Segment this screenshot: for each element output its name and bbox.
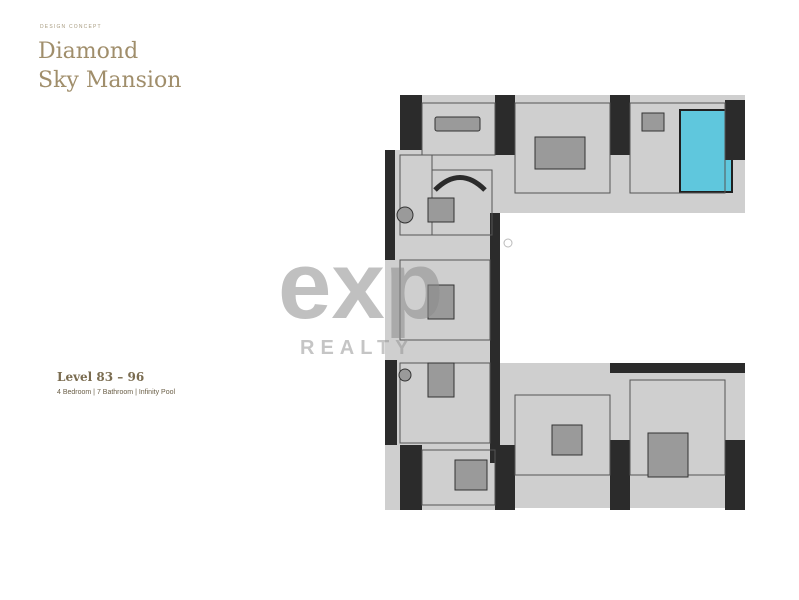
wall-blocks xyxy=(385,95,745,510)
title-line-2: Sky Mansion xyxy=(38,68,182,93)
kitchen-counter xyxy=(433,175,487,192)
courtyard-void xyxy=(500,235,745,363)
design-concept-label: DESIGN CONCEPT xyxy=(40,24,102,30)
watermark-subtext: REALTY xyxy=(300,337,415,359)
furniture xyxy=(396,112,689,491)
floor-plan xyxy=(385,95,745,510)
infinity-pool xyxy=(680,110,732,192)
unit-specs: 4 Bedroom | 7 Bathroom | Infinity Pool xyxy=(57,389,176,396)
level-range: Level 83 – 96 xyxy=(57,370,145,384)
page-title: Diamond Sky Mansion xyxy=(38,37,238,95)
watermark-logo-text: exp xyxy=(278,232,443,339)
title-line-1: Diamond xyxy=(38,39,139,64)
